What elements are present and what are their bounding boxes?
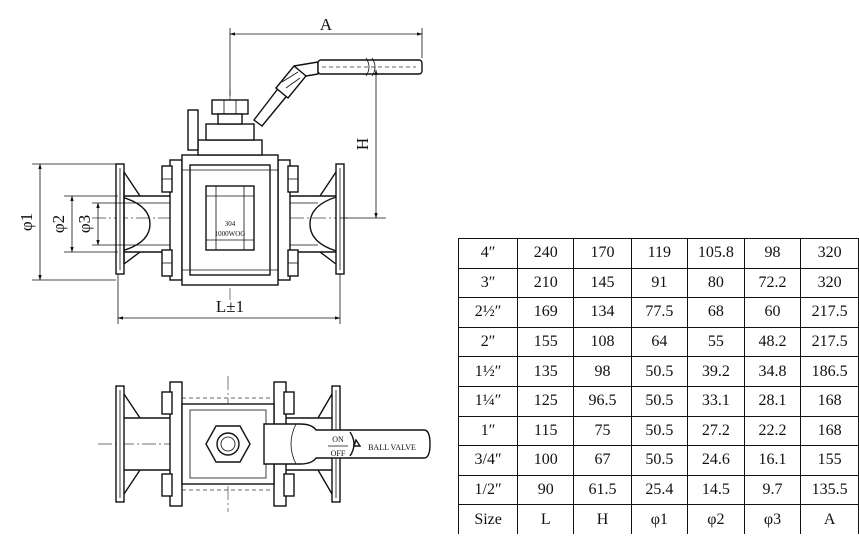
value-cell: 24.6 — [687, 445, 745, 476]
size-cell: 3″ — [457, 267, 519, 299]
value-cell: 61.5 — [573, 474, 632, 506]
value-cell: 186.5 — [800, 356, 859, 387]
dim-phi2-label: φ2 — [49, 215, 68, 233]
value-cell: 33.1 — [687, 385, 745, 417]
dim-a-label: A — [320, 15, 333, 34]
value-cell: 155 — [800, 445, 859, 476]
value-cell: 168 — [800, 415, 859, 447]
value-cell: 50.5 — [630, 385, 689, 417]
value-cell: 100 — [517, 445, 575, 476]
size-cell: 1/2″ — [457, 474, 519, 506]
size-cell: 1½″ — [457, 356, 519, 387]
value-cell: 64 — [630, 326, 689, 358]
size-cell: 3/4″ — [457, 445, 519, 476]
value-cell: 48.2 — [743, 326, 802, 358]
value-cell: 25.4 — [630, 474, 689, 506]
value-cell: 50.5 — [630, 415, 689, 447]
value-cell: 16.1 — [743, 445, 802, 476]
column-header: L — [517, 504, 575, 534]
size-cell: 1¼″ — [457, 385, 519, 417]
handle-on-label: ON — [332, 435, 344, 444]
value-cell: 50.5 — [630, 356, 689, 387]
column-header: H — [573, 504, 632, 534]
value-cell: 67 — [573, 445, 632, 476]
value-cell: 320 — [800, 238, 859, 269]
value-cell: 98 — [573, 356, 632, 387]
value-cell: 75 — [573, 415, 632, 447]
value-cell: 39.2 — [687, 356, 745, 387]
column-header: A — [800, 504, 859, 534]
value-cell: 115 — [517, 415, 575, 447]
column-header: φ2 — [687, 504, 745, 534]
value-cell: 9.7 — [743, 474, 802, 506]
value-cell: 68 — [687, 297, 745, 328]
value-cell: 170 — [573, 238, 632, 269]
dim-l-label: L±1 — [216, 297, 244, 316]
value-cell: 55 — [687, 326, 745, 358]
value-cell: 28.1 — [743, 385, 802, 417]
value-cell: 135 — [517, 356, 575, 387]
size-cell: 2½″ — [457, 297, 519, 328]
value-cell: 145 — [573, 267, 632, 299]
size-cell: 4″ — [457, 238, 519, 269]
column-header: φ1 — [630, 504, 689, 534]
value-cell: 91 — [630, 267, 689, 299]
value-cell: 96.5 — [573, 385, 632, 417]
value-cell: 210 — [517, 267, 575, 299]
value-cell: 90 — [517, 474, 575, 506]
value-cell: 155 — [517, 326, 575, 358]
value-cell: 98 — [743, 238, 802, 269]
value-cell: 77.5 — [630, 297, 689, 328]
value-cell: 119 — [630, 238, 689, 269]
value-cell: 27.2 — [687, 415, 745, 447]
value-cell: 168 — [800, 385, 859, 417]
value-cell: 50.5 — [630, 445, 689, 476]
value-cell: 320 — [800, 267, 859, 299]
value-cell: 125 — [517, 385, 575, 417]
handle-text: BALL VALVE — [368, 443, 416, 452]
value-cell: 34.8 — [743, 356, 802, 387]
value-cell: 22.2 — [743, 415, 802, 447]
size-cell: 2″ — [457, 326, 519, 358]
value-cell: 134 — [573, 297, 632, 328]
size-cell: 1″ — [457, 415, 519, 447]
value-cell: 217.5 — [800, 326, 859, 358]
handle-off-label: OFF — [331, 449, 346, 458]
dim-phi1-label: φ1 — [17, 213, 36, 231]
dim-h-label: H — [353, 138, 372, 150]
body-mark-1: 304 — [225, 220, 236, 228]
dim-phi3-label: φ3 — [75, 215, 94, 233]
value-cell: 80 — [687, 267, 745, 299]
value-cell: 169 — [517, 297, 575, 328]
body-mark-2: 1000WOG — [215, 230, 246, 238]
value-cell: 72.2 — [743, 267, 802, 299]
value-cell: 217.5 — [800, 297, 859, 328]
value-cell: 14.5 — [687, 474, 745, 506]
value-cell: 135.5 — [800, 474, 859, 506]
value-cell: 60 — [743, 297, 802, 328]
front-view: 304 1000WOG A H φ1 — [17, 15, 423, 324]
value-cell: 240 — [517, 238, 575, 269]
top-view: ON OFF BALL VALVE — [98, 376, 431, 512]
column-header: φ3 — [743, 504, 802, 534]
value-cell: 105.8 — [687, 238, 745, 269]
column-header: Size — [457, 504, 519, 534]
value-cell: 108 — [573, 326, 632, 358]
